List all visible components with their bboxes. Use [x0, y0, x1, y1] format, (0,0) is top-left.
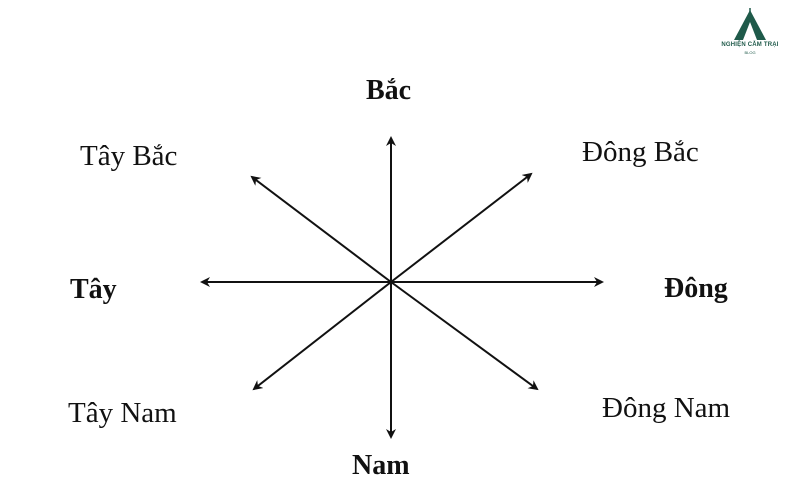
arrow-southwest — [252, 281, 392, 391]
site-logo: NGHIỆN CẮM TRẠI BLOG — [710, 8, 790, 60]
label-northwest: Tây Bắc — [80, 140, 178, 172]
arrow-southeast — [390, 281, 539, 391]
label-east: Đông — [664, 273, 728, 304]
arrow-northwest — [250, 175, 392, 283]
label-south: Nam — [352, 450, 410, 481]
logo-name: NGHIỆN CẮM TRẠI — [721, 42, 779, 48]
label-north: Bắc — [366, 75, 412, 106]
label-southwest: Tây Nam — [68, 397, 177, 429]
label-southeast: Đông Nam — [602, 392, 731, 424]
label-northeast: Đông Bắc — [582, 136, 699, 168]
arrow-northeast — [390, 172, 533, 283]
tent-icon — [734, 8, 766, 40]
logo-subtitle: BLOG — [744, 50, 756, 55]
label-west: Tây — [70, 274, 117, 305]
